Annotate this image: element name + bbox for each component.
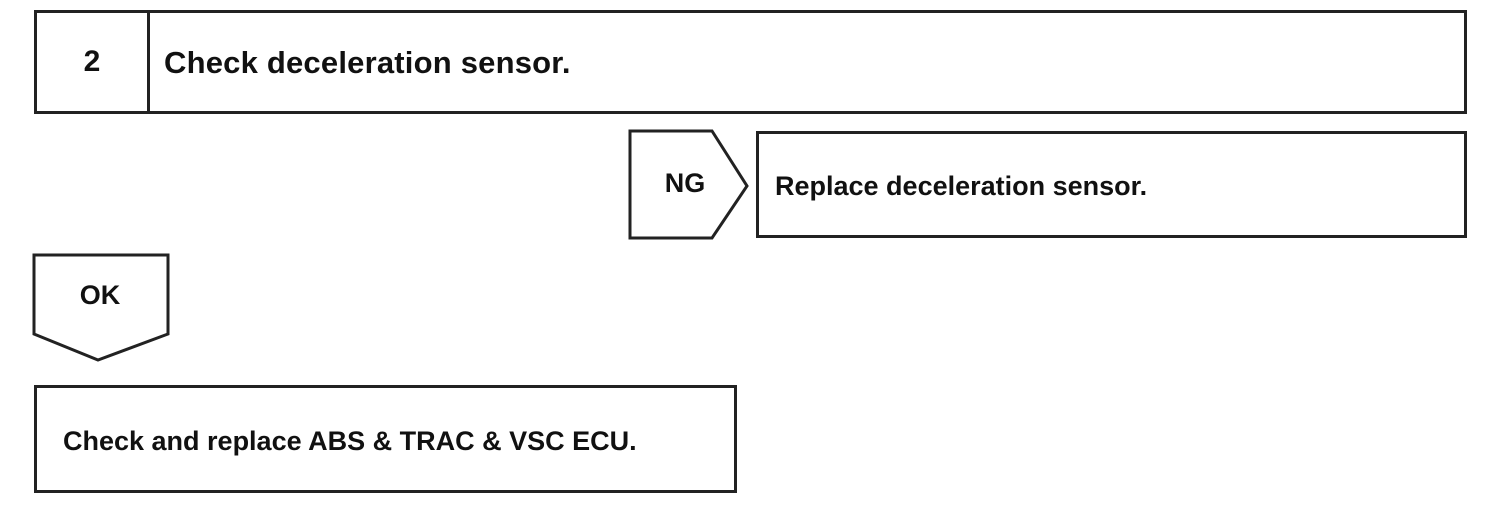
ok-arrow-outline — [32, 253, 170, 362]
ok-action-text: Check and replace ABS & TRAC & VSC ECU. — [63, 426, 637, 456]
step-number-cell: 2 — [34, 10, 150, 114]
ok-action-box: Check and replace ABS & TRAC & VSC ECU. — [34, 385, 737, 493]
ng-action-box: Replace deceleration sensor. — [756, 131, 1467, 238]
ng-action-text: Replace deceleration sensor. — [775, 171, 1148, 201]
step-title-cell: Check deceleration sensor. — [147, 10, 1467, 114]
step-number: 2 — [83, 45, 101, 78]
ng-branch-label: NG — [664, 168, 706, 198]
step-title: Check deceleration sensor. — [164, 45, 571, 80]
ok-branch-label: OK — [79, 280, 121, 310]
ng-arrow-outline — [628, 129, 749, 240]
